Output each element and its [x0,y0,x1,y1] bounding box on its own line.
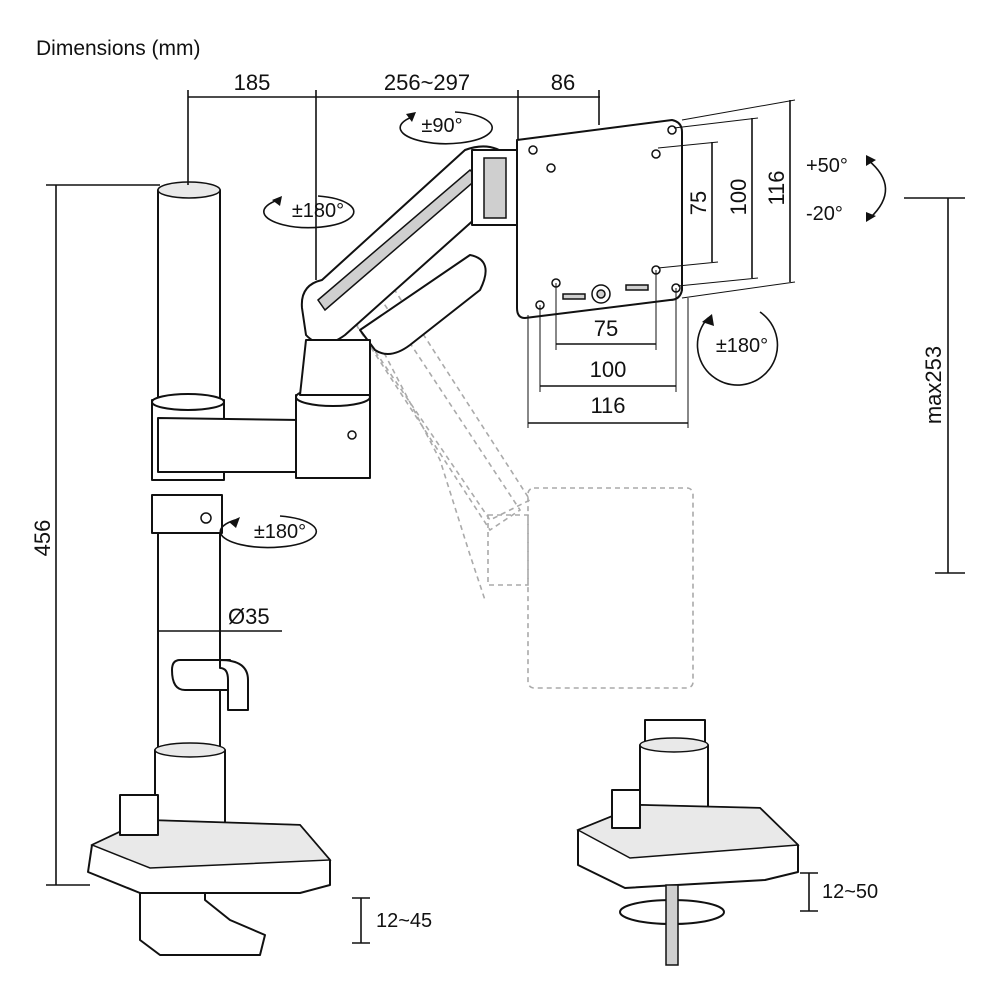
vesa-mid-width-label: 100 [590,357,627,382]
tilt-down-label: -20° [806,203,843,225]
rotation-labels: ±90° ±180° ±180° ±180° +50° -20° [254,115,848,543]
arm-length-label: 256~297 [384,70,470,95]
max-height-label: max253 [921,346,946,424]
clamp-range-label: 12~45 [376,910,432,932]
pole-rotation-arrow [219,515,318,549]
pole-rotation-label: ±180° [254,521,306,543]
plate-rotation-label: ±90° [421,115,462,137]
grommet-range-label: 12~50 [822,881,878,903]
vesa-inner-width-label: 75 [594,316,618,341]
dimension-labels: 185 256~297 86 456 Ø35 max253 75 100 116… [30,70,946,932]
vesa-plate [516,119,683,319]
plate-rotation-arrow [399,111,493,145]
vesa-mid-height-label: 100 [726,179,751,216]
vesa-outer-width-label: 116 [590,393,625,418]
height-label: 456 [30,520,55,557]
dimension-lines [46,90,965,944]
vesa-inner-height-label: 75 [686,191,711,215]
grommet-base [576,719,800,966]
diameter-label: Ø35 [228,604,270,629]
rotation-indicators [219,111,887,549]
swivel-rotation-arrow [696,311,779,386]
arm-rotation-arrow [263,195,355,229]
arm-base-section [157,387,371,479]
vesa-outer-height-label: 116 [764,170,789,205]
clamp-base [87,794,332,956]
tilt-up-label: +50° [806,155,848,177]
arm-rotation-label: ±180° [292,200,344,222]
swivel-rotation-label: ±180° [716,335,768,357]
arm-base-label: 185 [234,70,271,95]
tilt-arrow [867,159,887,219]
gas-arm [299,145,518,396]
diagram-title: Dimensions (mm) [36,37,201,60]
plate-offset-label: 86 [551,70,575,95]
